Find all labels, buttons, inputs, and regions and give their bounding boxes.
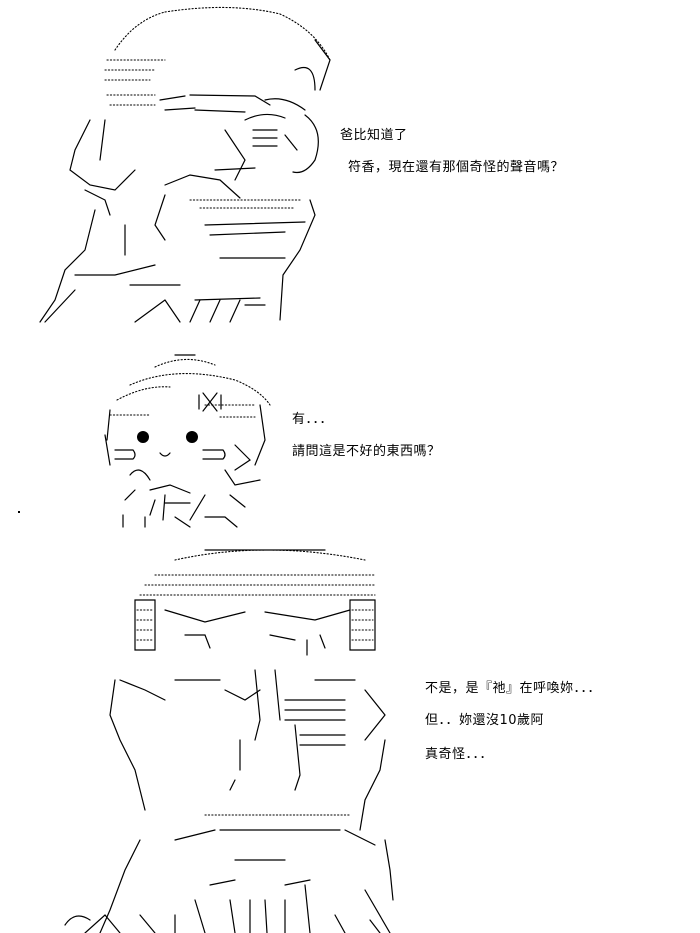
dialogue-line-7: 真奇怪．．．	[425, 747, 494, 762]
dialogue-line-1: 爸比知道了	[340, 128, 408, 143]
bald-man-art	[39, 6, 331, 323]
dialogue-line-5: 不是，是『祂』在呼喚妳．．．	[425, 681, 602, 696]
dialogue-line-6: 但．．妳還沒10歲阿	[425, 713, 545, 728]
dialogue-line-2: 符香，現在還有那個奇怪的聲音嗎？	[348, 160, 565, 175]
dialogue-line-4: 請問這是不好的東西嗎？	[292, 444, 441, 459]
panel-grim-father-speaks: 不是，是『祂』在呼喚妳．．． 但．．妳還沒10歲阿 真奇怪．．．	[0, 540, 700, 933]
stray-dot	[18, 511, 20, 513]
child-art	[104, 354, 271, 528]
dialogue-line-3: 有．．．	[292, 412, 334, 427]
grim-man-art	[64, 549, 394, 933]
panel-child-speaks: 有．．． 請問這是不好的東西嗎？	[0, 345, 700, 535]
panel-father-speaks: 爸比知道了 符香，現在還有那個奇怪的聲音嗎？	[0, 0, 700, 330]
